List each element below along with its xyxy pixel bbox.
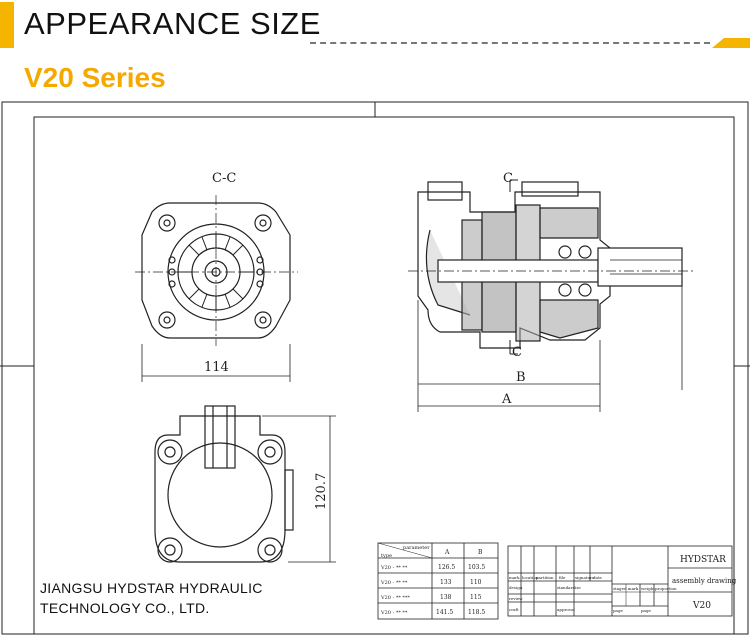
svg-text:115: 115 [470,594,482,601]
header-accent [0,2,14,48]
header-accent-slant [712,38,750,48]
table-header-b: B [478,549,483,556]
svg-text:V20 - ** **: V20 - ** ** [380,565,408,571]
dim-a-label: A [501,392,512,407]
width-dimension: 114 [141,344,291,382]
svg-text:design: design [509,585,523,590]
company-line-1: JIANGSU HYDSTAR HYDRAULIC [40,580,263,596]
svg-text:review: review [509,596,523,601]
svg-text:110: 110 [470,579,482,586]
table-row: V20 - ** ** 141.5 118.5 [380,609,485,616]
svg-text:date: date [593,575,603,580]
table-row: V20 - ** ** 133 110 [380,579,482,586]
section-mark-bottom: C [512,345,522,360]
title-block-drawing-type: assembly drawing [672,577,737,585]
svg-text:V20 - ** **: V20 - ** ** [380,610,408,616]
title-block: HYDSTAR assembly drawing V20 mark design… [507,545,737,617]
section-marks: C C [503,171,522,360]
svg-text:partition: partition [536,575,554,580]
svg-text:133: 133 [440,579,452,586]
height-dimension: 120.7 [262,415,336,563]
header-divider [310,42,710,44]
svg-text:location: location [522,575,539,580]
section-label: C-C [212,171,236,186]
title-block-model: V20 [692,601,711,611]
table-row: V20 - ** *** 138 115 [380,594,482,601]
assembly-section-view [408,181,695,349]
svg-text:V20 - ** **: V20 - ** ** [380,580,408,586]
section-mark-top: C [503,171,513,186]
svg-text:page: page [613,608,624,613]
width-dim-label: 114 [204,360,229,375]
svg-text:page: page [641,608,652,613]
svg-text:118.5: 118.5 [468,609,485,616]
svg-text:weight: weight [641,586,655,591]
svg-text:approval: approval [557,607,575,612]
company-line-2: TECHNOLOGY CO., LTD. [40,600,210,616]
svg-text:proportion: proportion [655,586,677,591]
table-row: V20 - ** ** 126.5 103.5 [380,564,485,571]
drawing-frame [0,101,750,635]
title-block-company: HYDSTAR [680,555,726,565]
svg-text:103.5: 103.5 [468,564,485,571]
svg-text:file: file [559,575,566,580]
engineering-drawing: C-C 114 [0,101,750,635]
length-dimensions: B A [417,286,683,412]
page-title: APPEARANCE SIZE [24,6,321,41]
svg-text:craft: craft [509,607,519,612]
height-dim-label: 120.7 [314,473,329,510]
parameter-table: parameter type A B V20 - ** ** 126.5 103… [377,542,499,620]
header-bar: APPEARANCE SIZE [0,0,750,50]
svg-text:126.5: 126.5 [438,564,455,571]
svg-text:138: 138 [440,594,452,601]
svg-text:mark: mark [509,575,520,580]
svg-text:V20 - ** ***: V20 - ** *** [380,595,410,601]
series-title: V20 Series [24,62,166,93]
svg-text:141.5: 141.5 [436,609,453,616]
svg-text:staged mark: staged mark [613,586,639,591]
table-header-parameter: parameter [403,545,430,551]
svg-text:standardize: standardize [557,585,581,590]
company-name: JIANGSU HYDSTAR HYDRAULIC TECHNOLOGY CO.… [40,578,263,618]
side-view [154,405,294,563]
table-header-a: A [444,549,450,556]
section-view: C-C [135,171,298,346]
dim-b-label: B [516,370,526,385]
svg-text:signature: signature [575,575,595,580]
table-header-type: type [381,553,392,559]
